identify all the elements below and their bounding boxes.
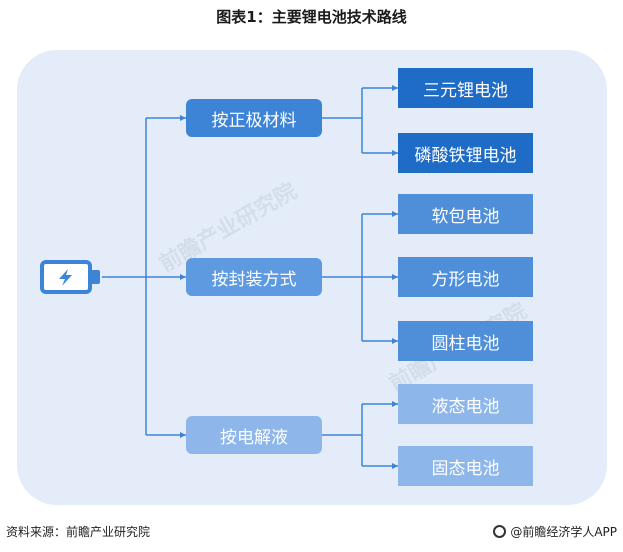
source-note: 资料来源：前瞻产业研究院 <box>6 525 151 539</box>
category-electrolyte: 按电解液 <box>186 416 322 454</box>
leaf-liquid: 液态电池 <box>398 384 533 424</box>
arrow-head <box>392 463 398 469</box>
category-packaging: 按封装方式 <box>186 258 322 296</box>
leaf-ternary-lithium: 三元锂电池 <box>398 68 533 108</box>
arrow-head <box>392 85 398 91</box>
leaf-prismatic: 方形电池 <box>398 257 533 297</box>
arrow-head <box>180 432 186 438</box>
brand-credit: @前瞻经济学人APP <box>493 523 617 540</box>
leaf-pouch: 软包电池 <box>398 194 533 234</box>
arrow-head <box>180 274 186 280</box>
arrow-head <box>392 150 398 156</box>
leaf-lfp: 磷酸铁锂电池 <box>398 133 533 173</box>
brand-credit-text: @前瞻经济学人APP <box>510 525 617 539</box>
leaf-cylindrical: 圆柱电池 <box>398 321 533 361</box>
arrow-head <box>392 211 398 217</box>
arrow-head <box>392 401 398 407</box>
brand-logo-icon <box>493 525 507 538</box>
chart-title: 图表1：主要锂电池技术路线 <box>216 8 407 26</box>
arrow-head <box>180 115 186 121</box>
arrow-head <box>392 274 398 280</box>
leaf-solid-state: 固态电池 <box>398 446 533 486</box>
arrow-head <box>392 338 398 344</box>
category-cathode-material: 按正极材料 <box>186 99 322 137</box>
battery-icon <box>40 260 100 294</box>
